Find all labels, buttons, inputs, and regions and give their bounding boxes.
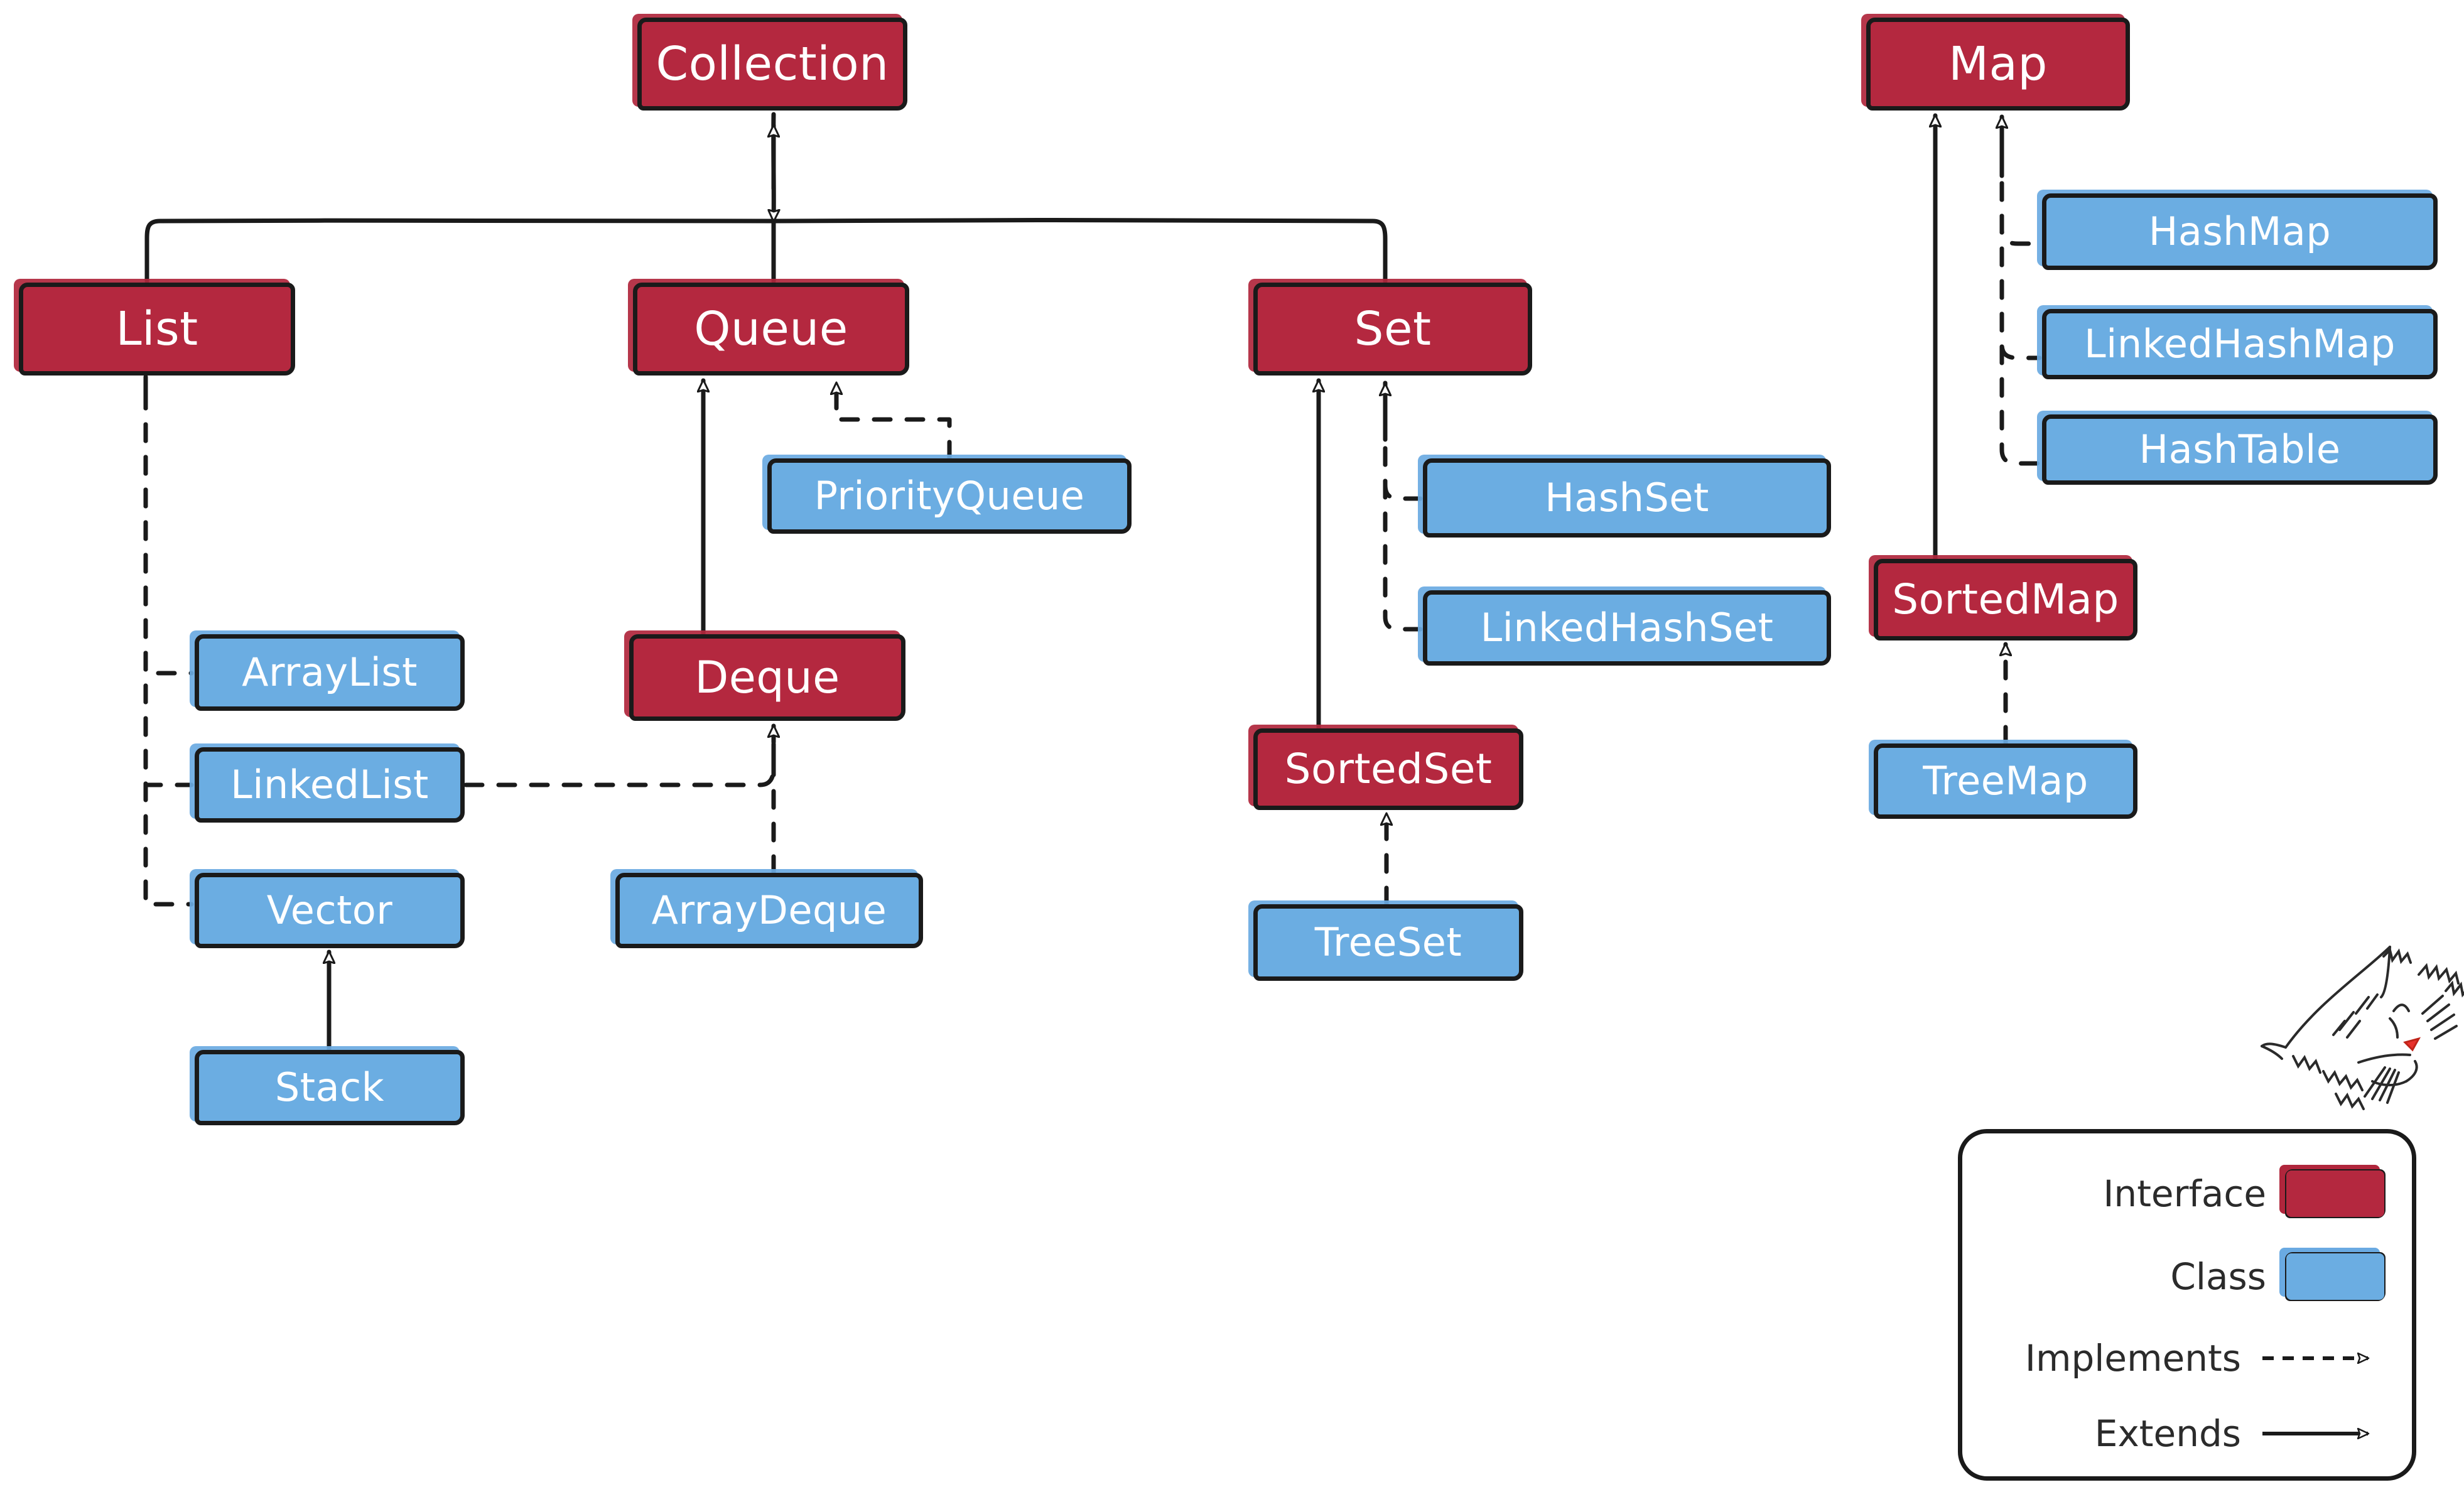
node-linkedlist[interactable]: LinkedList	[190, 743, 465, 823]
node-set[interactable]: Set	[1248, 279, 1532, 376]
node-label: SortedMap	[1892, 575, 2119, 624]
node-label: TreeSet	[1314, 919, 1462, 965]
edge-priorityqueue-queue	[836, 381, 952, 461]
legend-panel: Interface Class Implements	[1958, 1129, 2416, 1481]
node-fill	[617, 874, 922, 947]
node-label: PriorityQueue	[814, 473, 1085, 519]
edge-bus-left	[144, 217, 776, 284]
legend-row-class: Class	[1962, 1239, 2412, 1314]
node-arraydeque[interactable]: ArrayDeque	[610, 869, 923, 948]
node-label: ArrayDeque	[651, 887, 887, 933]
edge-linkedhashset-set	[1383, 381, 1423, 632]
node-hashset[interactable]: HashSet	[1418, 455, 1831, 538]
legend-label-implements: Implements	[2024, 1337, 2241, 1380]
edge-hashtable-map	[1999, 116, 2042, 466]
class-color-swatch	[2279, 1248, 2386, 1301]
node-sortedset[interactable]: SortedSet	[1248, 725, 1523, 810]
node-fill	[769, 460, 1130, 532]
node-linkedhashset[interactable]: LinkedHashSet	[1418, 586, 1831, 666]
legend-label-extends: Extends	[2094, 1412, 2241, 1455]
node-label: List	[116, 302, 198, 356]
node-hashtable[interactable]: HashTable	[2037, 411, 2438, 485]
node-label: Set	[1354, 302, 1432, 356]
node-label: Vector	[266, 887, 393, 933]
node-fill	[1255, 730, 1522, 809]
node-fill	[2043, 310, 2436, 378]
node-fill	[1255, 905, 1522, 980]
node-fill	[634, 284, 908, 374]
node-label: Deque	[694, 652, 840, 703]
node-vector[interactable]: Vector	[190, 869, 465, 948]
node-sortedmap[interactable]: SortedMap	[1869, 555, 2137, 640]
node-fill	[1867, 19, 2129, 109]
node-fill	[630, 635, 904, 720]
node-label: SortedSet	[1284, 745, 1493, 793]
legend-row-extends: Extends	[1962, 1408, 2412, 1459]
node-treeset[interactable]: TreeSet	[1248, 900, 1523, 981]
node-deque[interactable]: Deque	[624, 630, 905, 721]
node-label: Collection	[656, 37, 889, 91]
node-fill	[196, 748, 463, 821]
edge-linkedhashmap-map	[1999, 116, 2042, 360]
legend-label-class: Class	[2170, 1255, 2266, 1298]
node-fill	[1424, 592, 1830, 664]
legend-row-interface: Interface	[1962, 1156, 2412, 1231]
cat-face-icon	[2261, 946, 2464, 1110]
edge-bus-right	[771, 217, 1388, 284]
node-label: Stack	[274, 1064, 385, 1110]
solid-arrow-icon	[2262, 1421, 2386, 1446]
node-fill	[639, 19, 906, 109]
node-label: ArrayList	[242, 649, 418, 695]
node-fill	[196, 1051, 463, 1124]
node-label: TreeMap	[1923, 758, 2088, 804]
node-stack[interactable]: Stack	[190, 1046, 465, 1125]
node-queue[interactable]: Queue	[628, 279, 909, 376]
edge-vector-list	[143, 389, 194, 907]
node-fill	[1875, 745, 2136, 818]
node-fill	[1255, 284, 1531, 374]
node-fill	[1875, 560, 2136, 639]
node-fill	[2043, 195, 2436, 269]
node-collection[interactable]: Collection	[632, 14, 907, 111]
node-label: LinkedList	[230, 762, 429, 808]
edge-linkedlist-deque	[463, 726, 776, 787]
dashed-arrow-icon	[2262, 1346, 2386, 1371]
node-fill	[2043, 416, 2436, 484]
node-label: HashMap	[2148, 208, 2332, 254]
node-fill	[1424, 460, 1830, 536]
node-fill	[196, 874, 463, 947]
node-list[interactable]: List	[14, 279, 295, 376]
node-hashmap[interactable]: HashMap	[2037, 190, 2438, 270]
node-label: HashSet	[1545, 475, 1709, 521]
node-label: Map	[1948, 37, 2048, 91]
node-label: Queue	[694, 302, 848, 356]
node-treemap[interactable]: TreeMap	[1869, 740, 2137, 819]
node-priorityqueue[interactable]: PriorityQueue	[762, 455, 1132, 534]
node-label: LinkedHashMap	[2084, 321, 2396, 367]
node-fill	[20, 284, 294, 374]
legend-row-implements: Implements	[1962, 1333, 2412, 1383]
node-arraylist[interactable]: ArrayList	[190, 630, 465, 711]
node-linkedhashmap[interactable]: LinkedHashMap	[2037, 305, 2438, 379]
node-map[interactable]: Map	[1861, 14, 2130, 111]
node-label: HashTable	[2139, 426, 2341, 472]
interface-color-swatch	[2279, 1165, 2386, 1218]
node-label: LinkedHashSet	[1480, 605, 1774, 651]
legend-label-interface: Interface	[2103, 1172, 2266, 1215]
node-fill	[196, 635, 463, 710]
